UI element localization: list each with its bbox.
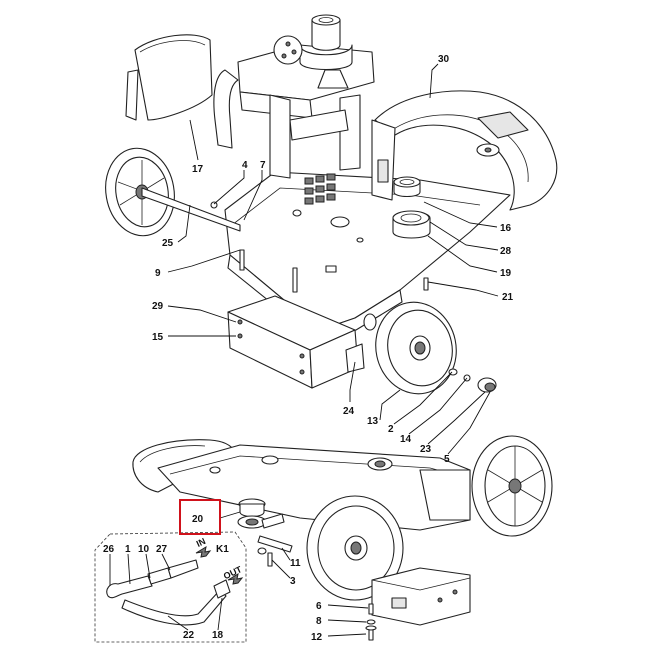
callout-15: 15 bbox=[152, 332, 164, 343]
callout-24: 24 bbox=[343, 406, 355, 417]
callout-9: 9 bbox=[155, 268, 161, 279]
callout-14: 14 bbox=[400, 434, 412, 445]
callout-4: 4 bbox=[242, 160, 248, 171]
callout-11: 11 bbox=[290, 558, 301, 569]
callout-21: 21 bbox=[502, 292, 514, 303]
callout-labels: 30 17 4 7 25 9 16 28 19 21 29 15 24 13 2… bbox=[103, 54, 514, 643]
suction-motor bbox=[273, 14, 353, 89]
filter-bag bbox=[125, 34, 213, 121]
rear-wheel-bottom bbox=[471, 435, 553, 537]
callout-1: 1 bbox=[125, 544, 131, 555]
kit-label-k1: K1 bbox=[216, 544, 229, 555]
callout-6: 6 bbox=[316, 601, 322, 612]
callout-13: 13 bbox=[367, 416, 379, 427]
screws-bottom bbox=[365, 603, 377, 641]
callout-3: 3 bbox=[290, 576, 296, 587]
front-wheel-bottom bbox=[306, 495, 404, 601]
callout-18: 18 bbox=[212, 630, 224, 641]
callout-22: 22 bbox=[183, 630, 195, 641]
callout-10: 10 bbox=[138, 544, 150, 555]
callout-2: 2 bbox=[388, 424, 394, 435]
callout-8: 8 bbox=[316, 616, 322, 627]
callout-17: 17 bbox=[192, 164, 204, 175]
callout-5: 5 bbox=[444, 454, 450, 465]
hose-kit-k1 bbox=[94, 531, 247, 643]
control-box bbox=[227, 295, 365, 389]
callout-29: 29 bbox=[152, 301, 164, 312]
callout-30: 30 bbox=[438, 54, 450, 65]
rear-wheel-left bbox=[105, 147, 241, 237]
callout-28: 28 bbox=[500, 246, 512, 257]
callout-12: 12 bbox=[311, 632, 323, 643]
callout-16: 16 bbox=[500, 223, 512, 234]
front-wheel-right bbox=[363, 301, 457, 395]
in-label: IN bbox=[195, 536, 207, 549]
callout-19: 19 bbox=[500, 268, 512, 279]
top-assembly bbox=[105, 14, 558, 455]
callout-7: 7 bbox=[260, 160, 266, 171]
bottom-assembly bbox=[94, 435, 553, 643]
control-box-bottom bbox=[371, 567, 471, 626]
screws-11-3 bbox=[257, 535, 293, 567]
highlight-box-20 bbox=[179, 499, 221, 535]
callout-23: 23 bbox=[420, 444, 432, 455]
hose-sleeves bbox=[392, 176, 431, 239]
leader-lines-bottom bbox=[109, 511, 369, 637]
chassis-underside bbox=[157, 444, 471, 531]
small-hardware-top bbox=[210, 201, 497, 393]
callout-25: 25 bbox=[162, 238, 174, 249]
callout-26: 26 bbox=[103, 544, 115, 555]
leader-lines-top bbox=[167, 63, 499, 455]
valve-assembly bbox=[237, 498, 285, 529]
callout-27: 27 bbox=[156, 544, 168, 555]
vent-grid bbox=[304, 173, 336, 205]
callout-20: 20 bbox=[192, 514, 204, 525]
